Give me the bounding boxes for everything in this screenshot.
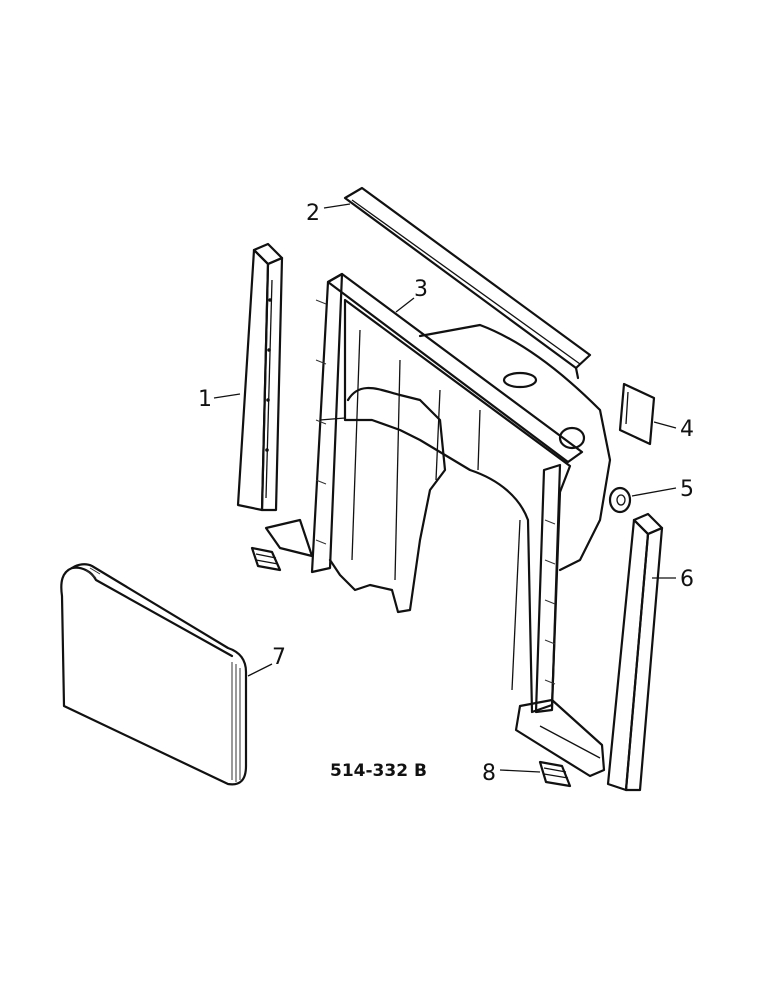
callout-8: 8 <box>482 761 496 786</box>
part-5-grommet <box>608 486 632 514</box>
part-8-clip-right <box>538 760 572 788</box>
part-8-clip-left <box>250 546 282 572</box>
diagram-reference-code: 514-332 B <box>330 761 427 781</box>
leader-lines <box>213 203 677 773</box>
part-3-shroud-frame <box>264 272 612 778</box>
callout-1: 1 <box>198 387 212 412</box>
part-2-top-trim-strip <box>343 186 592 380</box>
callout-6: 6 <box>680 567 694 592</box>
callout-7: 7 <box>272 645 286 670</box>
part-7-seal-pad <box>60 563 248 786</box>
part-1-left-channel <box>236 242 284 512</box>
callout-3: 3 <box>414 277 428 302</box>
callout-4: 4 <box>680 417 694 442</box>
part-6-right-channel <box>606 512 664 792</box>
callout-2: 2 <box>306 201 320 226</box>
callout-5: 5 <box>680 477 694 502</box>
part-4-plate <box>618 382 656 446</box>
